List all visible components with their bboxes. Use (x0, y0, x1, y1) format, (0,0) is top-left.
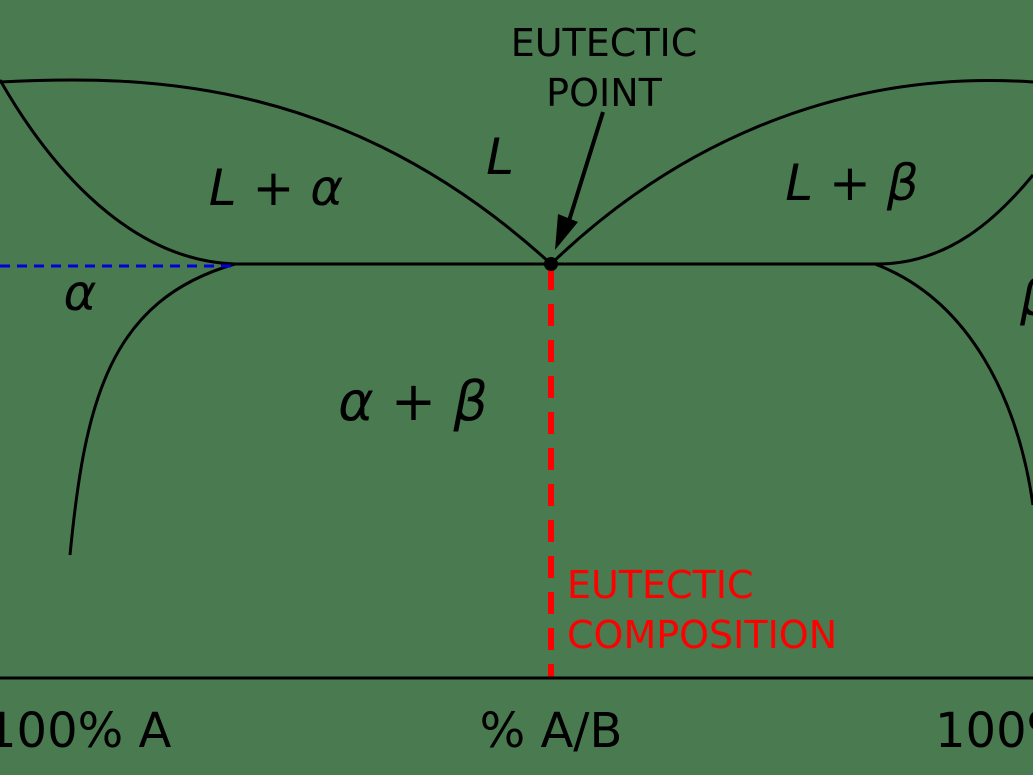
phase-label-alpha: α (64, 264, 97, 322)
phase-label-beta: β (1019, 269, 1033, 327)
left-solvus-curve (68, 262, 236, 556)
eutectic-point-marker (544, 257, 558, 271)
axis-label-percent-ab: % A/B (480, 703, 623, 759)
eutectic-point-arrowhead-icon (555, 214, 578, 250)
phase-label-liquid: L (486, 128, 514, 186)
eutectic-point-arrow-icon (566, 111, 605, 225)
right-solidus-curve (874, 174, 1033, 266)
right-solvus-curve (874, 262, 1033, 506)
eutectic-point-label-line1: EUTECTIC (511, 21, 698, 65)
phase-label-liquid-alpha: L + α (209, 159, 344, 217)
axis-label-100-percent-a: 100% A (0, 703, 171, 759)
eutectic-point-label-line2: POINT (546, 71, 662, 115)
eutectic-composition-label-line1: EUTECTIC (567, 563, 754, 607)
phase-label-liquid-beta: L + β (785, 154, 918, 212)
eutectic-composition-label-line2: COMPOSITION (567, 613, 837, 657)
phase-label-alpha-beta: α + β (338, 370, 488, 433)
axis-label-100-percent-b: 100% B (935, 703, 1033, 759)
left-solidus-curve (0, 79, 236, 266)
